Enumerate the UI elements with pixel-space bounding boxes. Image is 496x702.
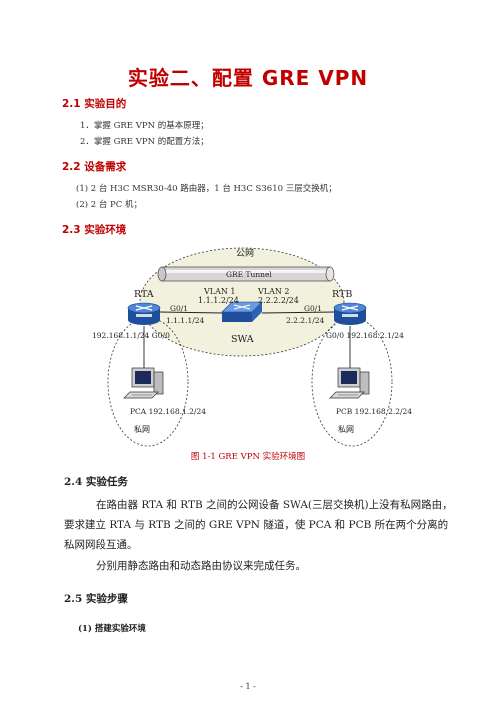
rtb-g01-label: G0/1	[304, 304, 322, 313]
figure-caption: 图 1-1 GRE VPN 实验环境图	[190, 452, 306, 462]
rta-g01-ip-label: 1.1.1.1/24	[166, 316, 205, 325]
rtb-g00-label: G0/0 192.168.2.1/24	[326, 331, 404, 340]
switch-swa-icon	[221, 301, 263, 322]
task-paragraph-2: 分别用静态路由和动态路由协议来完成任务。	[96, 560, 306, 572]
tunnel-label: GRE Tunnel	[226, 270, 272, 279]
gre-tunnel	[157, 266, 335, 282]
vlan1-label: VLAN 1	[203, 287, 236, 296]
rta-g00-label: 192.168.1.1/24 G0/0	[92, 331, 170, 340]
rtb-label: RTB	[332, 289, 352, 300]
section-heading-purpose: 2.1 实验目的	[62, 98, 127, 110]
section-heading-requirements: 2.2 设备需求	[62, 161, 127, 173]
swa-label: SWA	[231, 334, 254, 345]
requirement-item-2: (2) 2 台 PC 机；	[76, 200, 142, 210]
private-network-left-label: 私网	[134, 425, 150, 434]
pc-b-icon	[329, 367, 370, 399]
rtb-g01-ip-label: 2.2.2.1/24	[286, 316, 325, 325]
vlan2-label: VLAN 2	[257, 287, 290, 296]
task-paragraph-line-1: 在路由器 RTA 和 RTB 之间的公网设备 SWA(三层交换机)上没有私网路由…	[96, 499, 453, 511]
network-diagram: 公网 GRE Tunnel RTA RTB VLAN 1 1.1.1.2/24 …	[92, 247, 412, 447]
router-rtb-icon	[333, 302, 367, 325]
pca-label: PCA 192.168.1.2/24	[130, 407, 206, 416]
section-heading-tasks: 2.4 实验任务	[64, 476, 128, 488]
router-rta-icon	[127, 302, 161, 325]
page-title: 实验二、配置 GRE VPN	[127, 66, 369, 90]
rta-label: RTA	[134, 289, 154, 300]
purpose-item-1: 1．掌握 GRE VPN 的基本原理；	[80, 121, 209, 131]
section-heading-steps: 2.5 实验步骤	[64, 593, 128, 605]
requirement-item-1: (1) 2 台 H3C MSR30-40 路由器，1 台 H3C S3610 三…	[76, 184, 337, 194]
public-network-label: 公网	[236, 248, 254, 259]
pcb-label: PCB 192.168.2.2/24	[336, 407, 412, 416]
task-paragraph-line-2: 要求建立 RTA 与 RTB 之间的 GRE VPN 隧道，使 PCA 和 PC…	[64, 519, 449, 531]
vlan1-ip-label: 1.1.1.2/24	[198, 296, 239, 305]
private-network-left-ellipse	[107, 317, 189, 447]
task-paragraph-line-3: 私网网段互通。	[64, 539, 138, 551]
pc-a-icon	[123, 367, 164, 399]
private-network-right-ellipse	[311, 317, 393, 447]
vlan2-ip-label: 2.2.2.2/24	[258, 296, 299, 305]
rta-g01-label: G0/1	[170, 304, 188, 313]
page-number: - 1 -	[240, 682, 256, 691]
section-heading-environment: 2.3 实验环境	[62, 224, 127, 236]
purpose-item-2: 2．掌握 GRE VPN 的配置方法；	[80, 137, 209, 147]
step-1-heading: (1) 搭建实验环境	[78, 624, 146, 634]
private-network-right-label: 私网	[338, 425, 354, 434]
